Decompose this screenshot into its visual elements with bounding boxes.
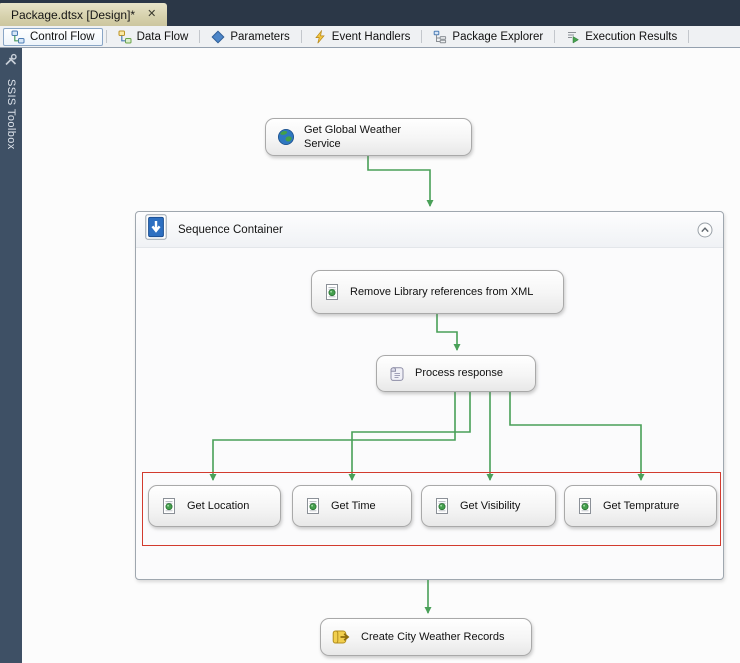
titlebar: Package.dtsx [Design]* ✕ (0, 0, 740, 26)
tab-label: Package Explorer (452, 30, 544, 43)
sequence-container-header[interactable]: Sequence Container (136, 212, 723, 248)
globe-icon (277, 128, 295, 146)
tab-separator (300, 30, 302, 43)
xml-document-icon (433, 497, 451, 515)
tab-parameters[interactable]: Parameters (203, 28, 297, 46)
close-icon[interactable]: ✕ (147, 8, 157, 20)
xml-document-icon (323, 283, 341, 301)
data-flow-icon (118, 30, 132, 44)
task-label: Get Time (331, 499, 376, 512)
tab-execution-results[interactable]: Execution Results (558, 28, 685, 46)
task-label: Get Temprature (603, 499, 680, 512)
execution-results-icon (566, 30, 580, 44)
tab-separator (688, 30, 690, 43)
event-handlers-icon (313, 29, 327, 44)
task-remove-library-references[interactable]: Remove Library references from XML (311, 270, 564, 314)
tab-separator (554, 30, 556, 43)
sequence-container-title: Sequence Container (178, 223, 283, 236)
tab-label: Control Flow (30, 30, 95, 43)
connector-weather-to-container[interactable] (367, 156, 434, 207)
parameters-icon (211, 29, 225, 44)
control-flow-icon (11, 30, 25, 44)
task-label: Get Visibility (460, 499, 521, 512)
tab-separator (421, 30, 423, 43)
tab-label: Execution Results (585, 30, 678, 43)
xml-document-icon (160, 497, 178, 515)
tab-data-flow[interactable]: Data Flow (110, 28, 197, 46)
task-process-response[interactable]: Process response (376, 355, 536, 392)
tab-label: Data Flow (136, 30, 189, 43)
tab-package-explorer[interactable]: Package Explorer (425, 28, 551, 46)
task-label: Get Global Weather Service (304, 123, 402, 150)
tab-control-flow[interactable]: Control Flow (3, 27, 103, 46)
task-create-city-weather-records[interactable]: Create City Weather Records (320, 618, 532, 656)
tab-label: Parameters (230, 30, 290, 43)
xml-document-icon (576, 497, 594, 515)
package-explorer-icon (433, 30, 447, 44)
designer-tab-strip: Control Flow Data Flow Parameters Event … (0, 26, 740, 48)
task-get-temprature[interactable]: Get Temprature (564, 485, 717, 527)
task-get-time[interactable]: Get Time (292, 485, 412, 527)
tab-separator (105, 30, 107, 43)
document-tab-package-dtsx[interactable]: Package.dtsx [Design]* ✕ (0, 3, 168, 26)
document-tab-title: Package.dtsx [Design]* (11, 7, 136, 22)
script-scroll-icon (388, 365, 406, 383)
bulk-insert-icon (332, 628, 352, 646)
xml-document-icon (304, 497, 322, 515)
task-get-visibility[interactable]: Get Visibility (421, 485, 556, 527)
task-get-location[interactable]: Get Location (148, 485, 281, 527)
control-flow-design-surface[interactable]: Sequence Container Get Global Weather Se… (22, 48, 740, 663)
task-label: Get Location (187, 499, 250, 512)
task-label: Create City Weather Records (361, 630, 505, 643)
task-label: Process response (415, 367, 504, 380)
ssis-toolbox-strip[interactable]: SSIS Toolbox (0, 48, 22, 663)
tab-event-handlers[interactable]: Event Handlers (305, 28, 419, 46)
task-get-global-weather-service[interactable]: Get Global Weather Service (265, 118, 472, 156)
sequence-container-icon (145, 214, 167, 245)
tab-separator (199, 30, 201, 43)
chevron-up-icon[interactable] (697, 222, 713, 238)
tab-label: Event Handlers (331, 30, 411, 43)
ssis-toolbox-label: SSIS Toolbox (5, 79, 17, 150)
toolbox-icon (4, 53, 18, 72)
task-label: Remove Library references from XML (350, 285, 534, 298)
